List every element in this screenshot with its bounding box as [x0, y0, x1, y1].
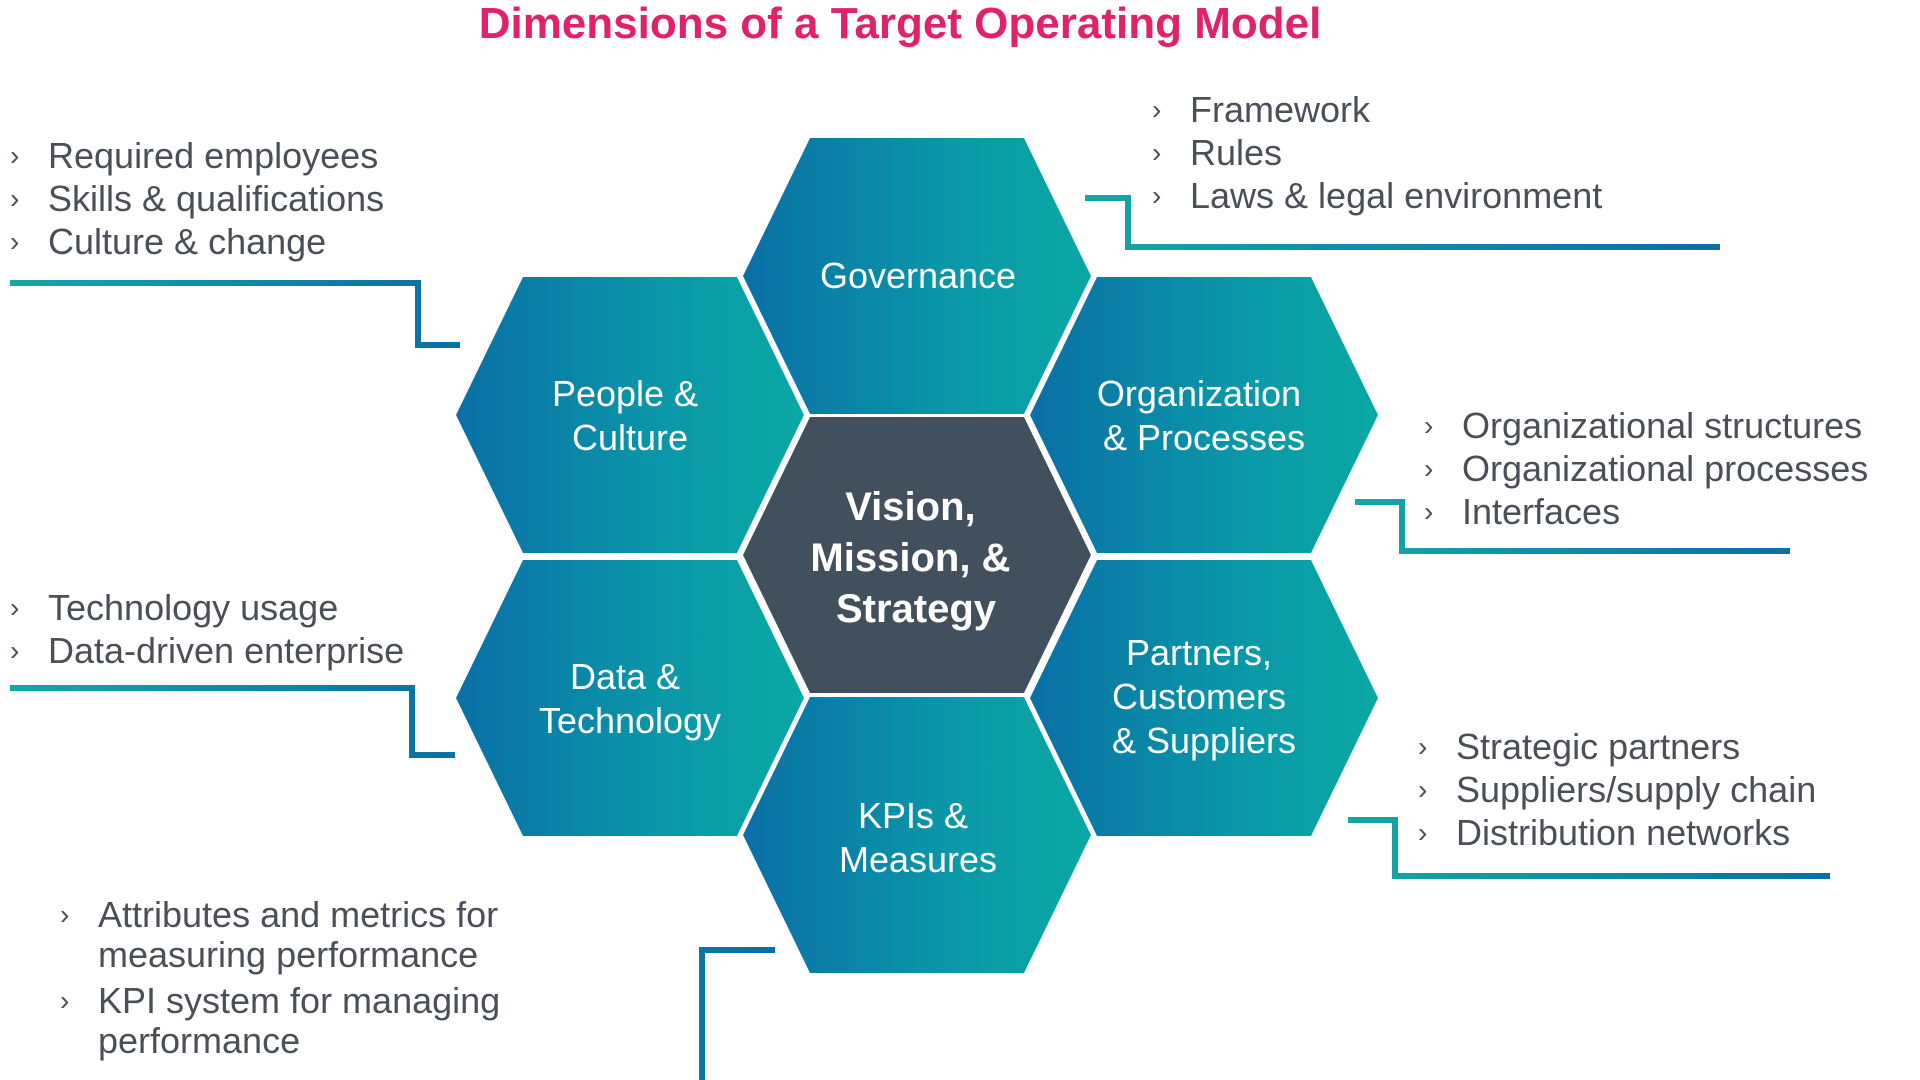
connector-partners [1348, 817, 1830, 879]
list-item: ›Required employees [10, 135, 379, 176]
bullet-marker: › [1418, 817, 1428, 848]
hexagon-label-governance: Governance [820, 255, 1016, 296]
connector-organization-processes [1355, 499, 1790, 554]
bullet-marker: › [1418, 774, 1428, 805]
list-item: ›Technology usage [10, 587, 339, 628]
bullet-marker: › [60, 899, 70, 930]
list-item: ›Interfaces [1424, 491, 1621, 532]
connector-kpis [60, 947, 775, 1080]
list-item: ›Skills & qualifications [10, 178, 385, 219]
hexagon-vision-mission-strategy [743, 417, 1091, 693]
hexagon-label-people-culture: People & Culture [552, 373, 708, 458]
data-technology-details-list: ›Technology usage ›Data-driven enterpris… [10, 586, 404, 672]
list-item: ›Culture & change [10, 221, 327, 262]
bullet-marker: › [60, 985, 70, 1016]
connector-governance [1085, 195, 1720, 250]
list-item: ›Framework [1152, 89, 1371, 130]
organization-processes-details-list: ›Organizational structures ›Organization… [1424, 404, 1868, 533]
hexagon-label-kpis: KPIs & Measures [839, 795, 997, 880]
hexagon-organization-processes [1030, 277, 1378, 553]
connector-data-technology [10, 685, 455, 758]
hexagon-label-data-technology: Data & Technology [539, 656, 721, 741]
hexagon-partners [1030, 560, 1378, 836]
bullet-marker: › [10, 140, 20, 171]
bullet-marker: › [1424, 496, 1434, 527]
list-item: ›Laws & legal environment [1152, 175, 1603, 216]
bullet-marker: › [10, 183, 20, 214]
page-title: Dimensions of a Target Operating Model [478, 0, 1322, 48]
list-item: ›Suppliers/supply chain [1418, 769, 1817, 810]
hexagon-people-culture [456, 277, 804, 553]
hexagon-label-organization-processes: Organization & Processes [1097, 373, 1311, 458]
partners-details-list: ›Strategic partners ›Suppliers/supply ch… [1418, 725, 1816, 854]
bullet-marker: › [10, 592, 20, 623]
bullet-marker: › [1424, 410, 1434, 441]
hexagon-data-technology [456, 560, 804, 836]
bullet-marker: › [1424, 453, 1434, 484]
list-item: ›Strategic partners [1418, 726, 1741, 767]
bullet-marker: › [10, 226, 20, 257]
governance-details-list: ›Framework ›Rules ›Laws & legal environm… [1152, 88, 1602, 217]
bullet-marker: › [1152, 94, 1162, 125]
hexagon-label-partners: Partners, Customers & Suppliers [1112, 632, 1296, 761]
list-item: ›Data-driven enterprise [10, 630, 405, 671]
bullet-marker: › [1152, 137, 1162, 168]
hexagon-kpis [743, 697, 1091, 973]
connector-people-culture [10, 280, 460, 348]
bullet-marker: › [10, 635, 20, 666]
hexagon-label-vision-mission-strategy: Vision, Mission, & Strategy [810, 485, 1021, 631]
list-item: ›Distribution networks [1418, 812, 1791, 853]
list-item: ›Rules [1152, 132, 1283, 173]
list-item: ›Organizational processes [1424, 448, 1869, 489]
bullet-marker: › [1418, 731, 1428, 762]
hexagon-governance [743, 138, 1091, 414]
people-culture-details-list: ›Required employees ›Skills & qualificat… [10, 134, 384, 263]
bullet-marker: › [1152, 180, 1162, 211]
list-item: ›Organizational structures [1424, 405, 1863, 446]
